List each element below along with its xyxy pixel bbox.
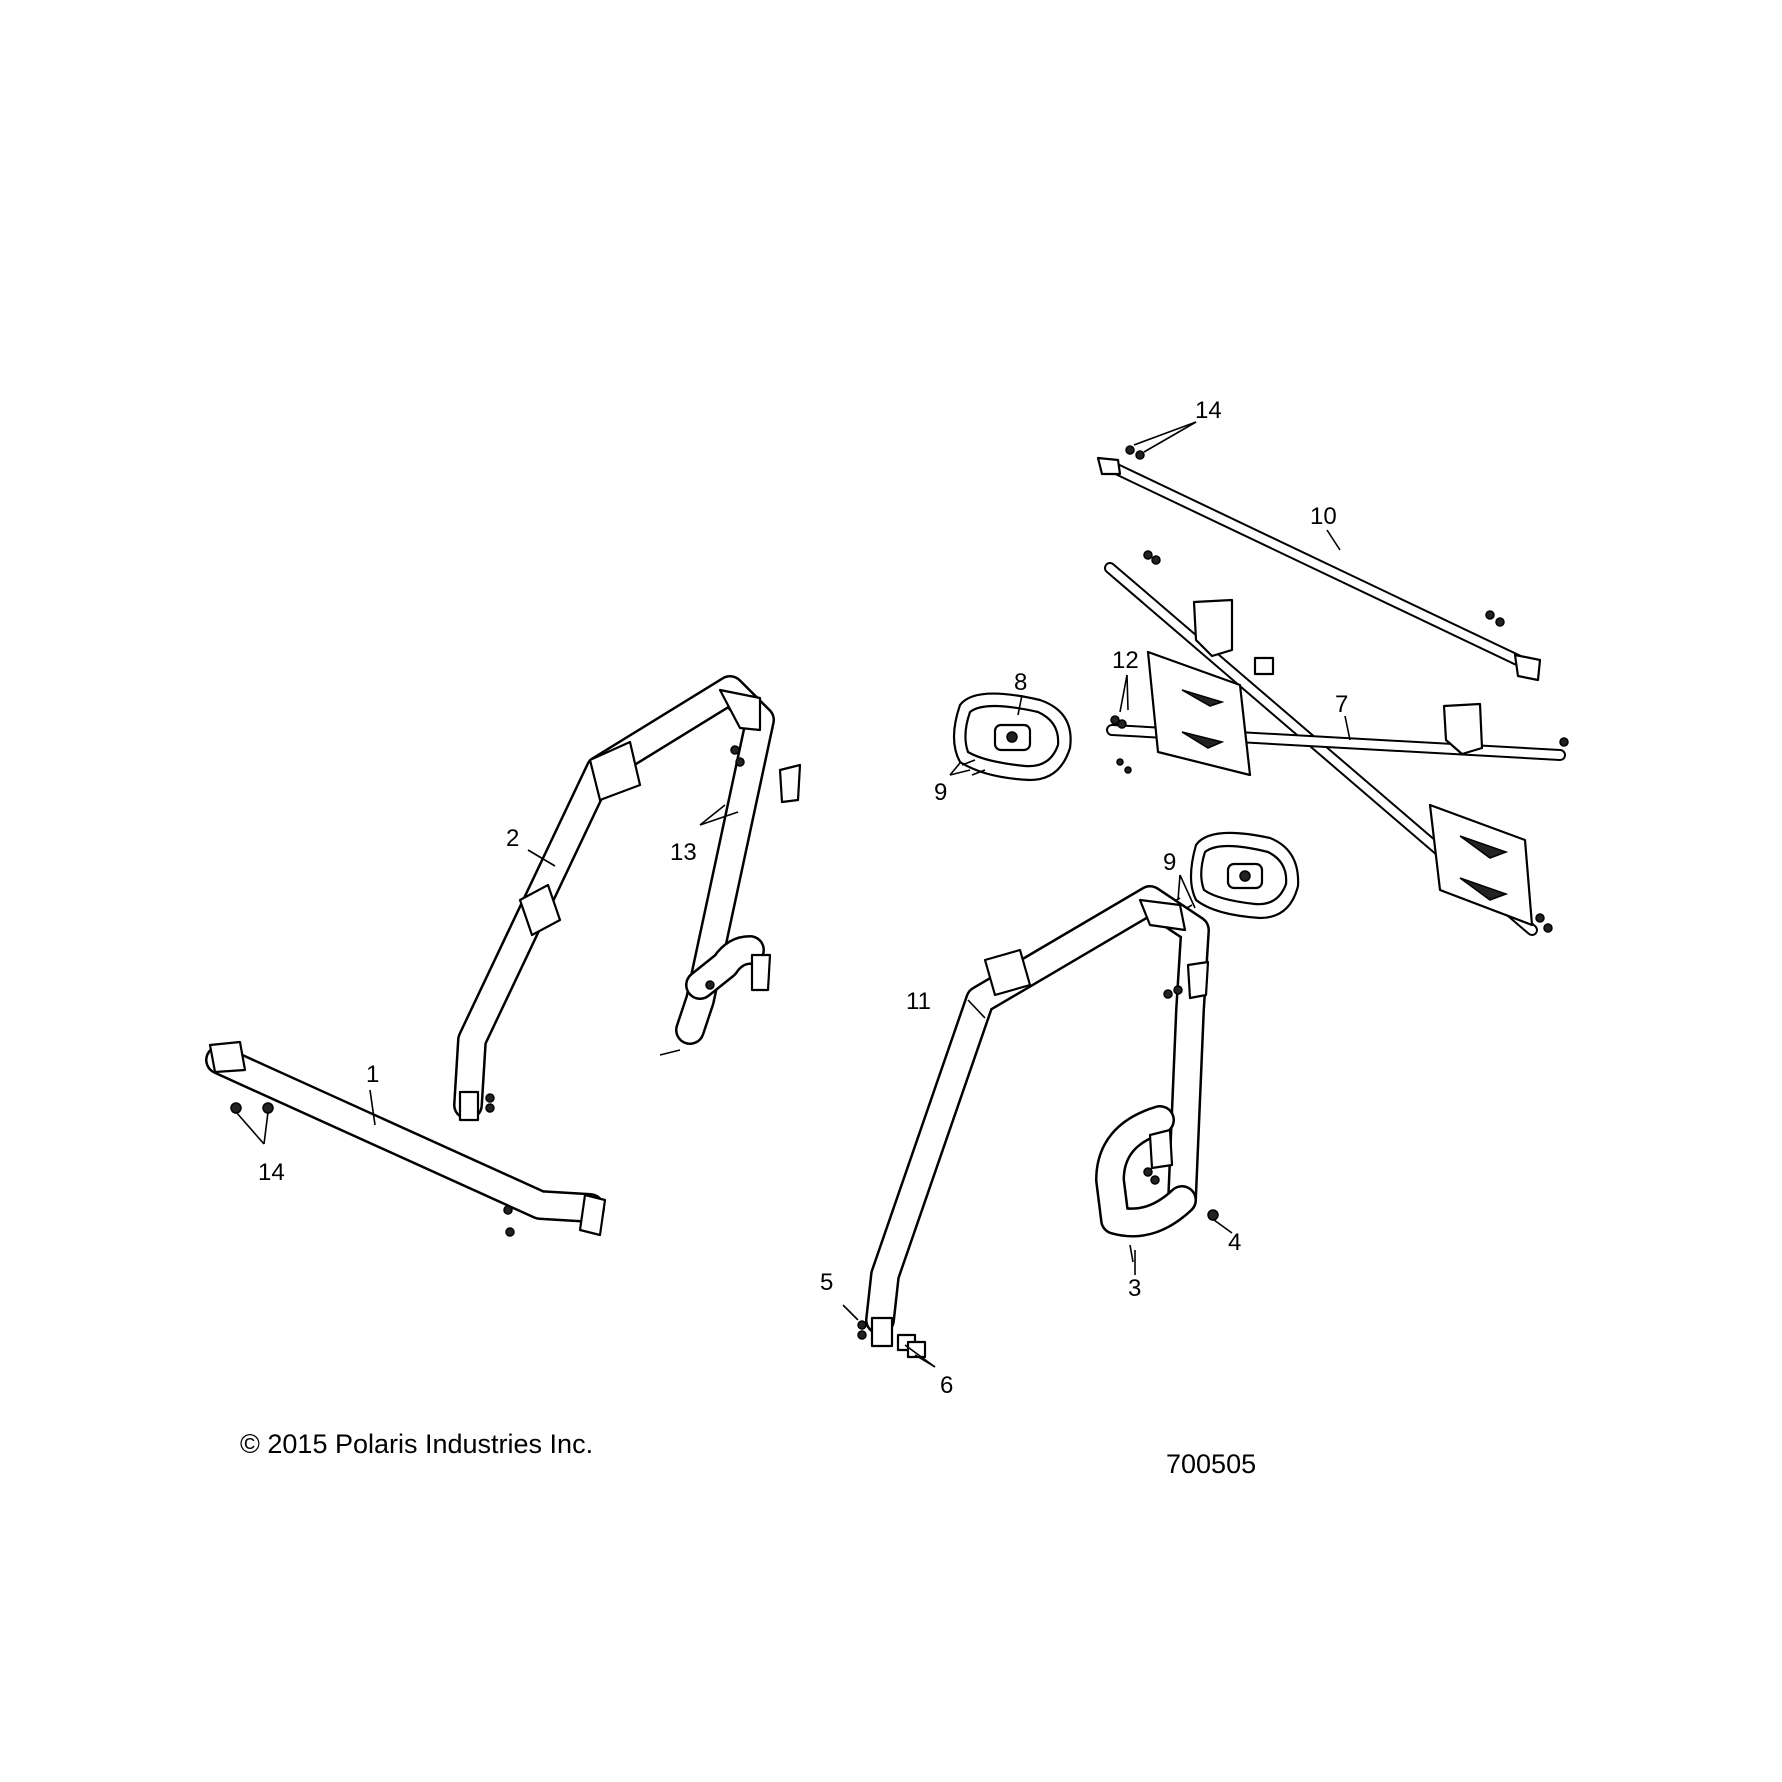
callout-14-top: 14 (1195, 397, 1222, 424)
figure-number: 700505 (1166, 1449, 1256, 1479)
callout-1: 1 (366, 1061, 379, 1088)
part-11-right-hoop (865, 885, 1210, 1348)
callout-labels: 1 2 3 4 5 6 7 8 9 9 10 11 12 13 14 14 (258, 397, 1348, 1399)
callout-12: 12 (1112, 647, 1139, 674)
callout-7: 7 (1335, 691, 1348, 718)
part-10-upper-crossbar (1096, 445, 1542, 682)
callout-10: 10 (1310, 503, 1337, 530)
part-9-mirror-right (1189, 831, 1300, 920)
part-8-mirror-left (952, 692, 1072, 782)
callout-8: 8 (1014, 669, 1027, 696)
callout-6: 6 (940, 1372, 953, 1399)
callout-9-left: 9 (934, 779, 947, 806)
part-2-left-hoop (453, 675, 802, 1122)
leader-lines (235, 421, 1351, 1368)
plate-upper (1146, 650, 1252, 777)
callout-5: 5 (820, 1269, 833, 1296)
part-7-rear-brace (1104, 550, 1569, 936)
callout-4: 4 (1228, 1229, 1241, 1256)
copyright-notice: © 2015 Polaris Industries Inc. (240, 1429, 593, 1459)
plate-lower (1428, 803, 1534, 927)
callout-13: 13 (670, 839, 697, 866)
callout-2: 2 (506, 825, 519, 852)
part-1-lower-tube (205, 1040, 607, 1237)
callout-11: 11 (906, 988, 931, 1015)
hardware-misc (857, 758, 1219, 1359)
callout-9-right: 9 (1163, 849, 1176, 876)
callout-14-bottom: 14 (258, 1159, 285, 1186)
callout-3: 3 (1128, 1275, 1141, 1302)
